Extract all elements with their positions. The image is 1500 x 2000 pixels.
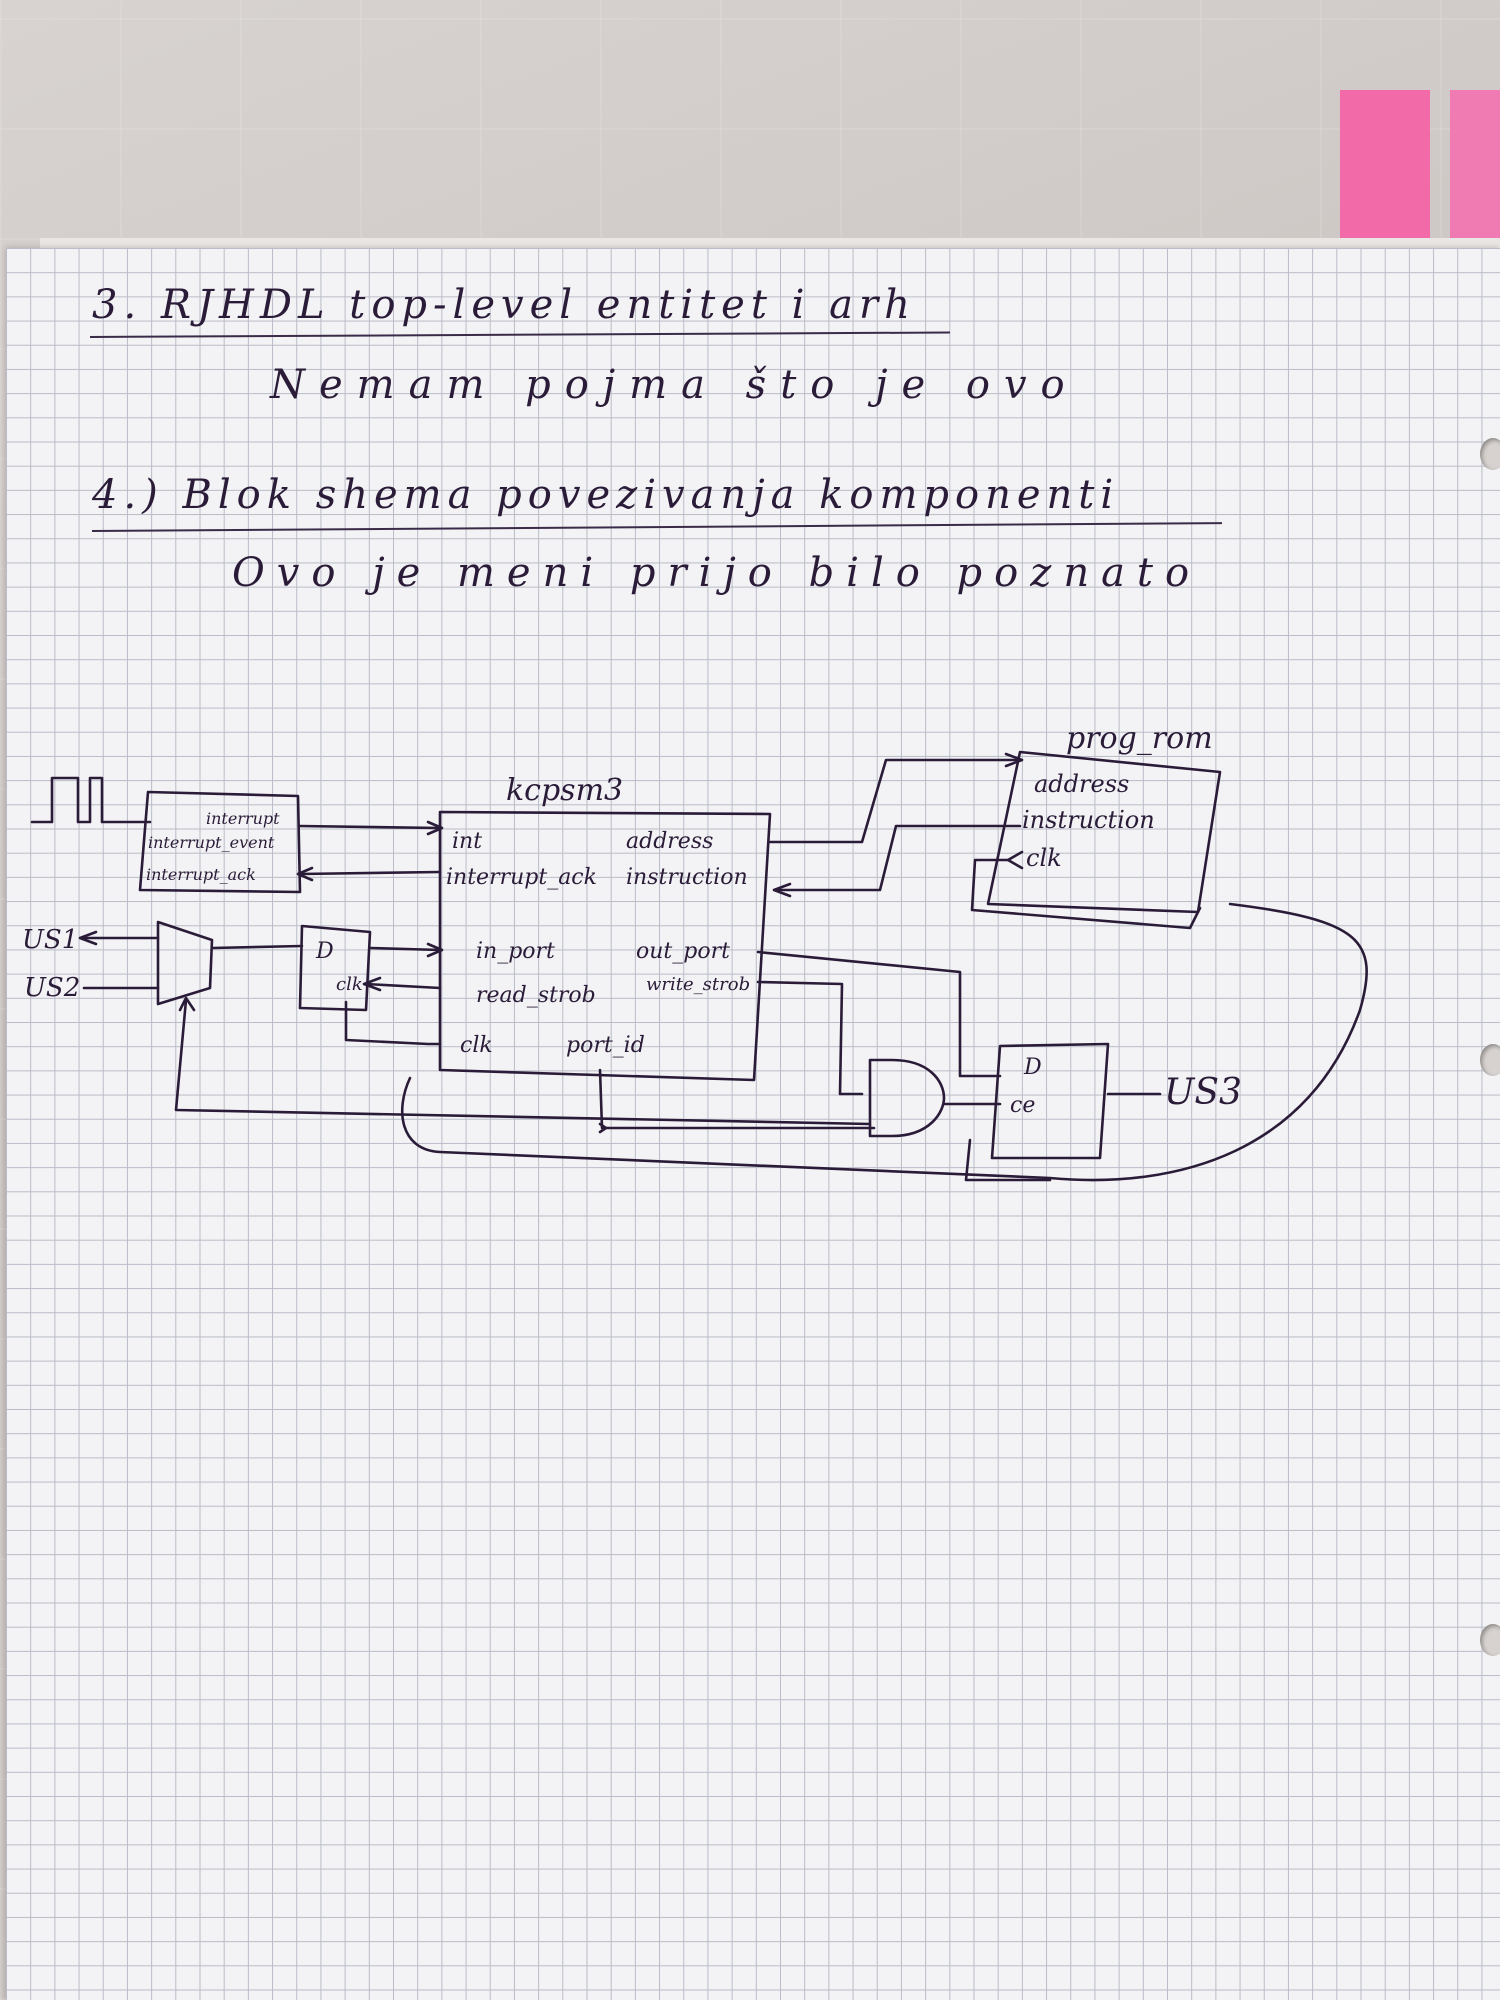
punch-hole (1480, 1624, 1500, 1656)
port-id-wire (598, 1068, 876, 1130)
cpu-port-in-port: in_port (476, 939, 555, 964)
ff1-d-label: D (315, 939, 334, 964)
mux-to-ff-wire (210, 944, 304, 950)
question-4-answer: Ovo je meni prijo bilo poznato (232, 550, 1202, 596)
interrupt-ack-wire (298, 870, 442, 876)
rom-clk-wire (970, 858, 1202, 930)
cpu-port-out-port: out_port (636, 939, 730, 964)
ff1-clk-wire (344, 1000, 442, 1046)
ff1-to-inport-wire (368, 946, 442, 952)
intr-port-interrupt-ack: interrupt_ack (146, 865, 256, 884)
ff2-block (990, 1042, 1110, 1160)
graph-paper-page (6, 248, 1500, 2000)
int-arrow (426, 820, 444, 836)
rom-port-instruction: instruction (1022, 806, 1155, 834)
address-wire (768, 758, 1022, 844)
sticky-note-tab-2 (1450, 90, 1500, 250)
out-port-wire (756, 950, 1002, 1078)
ff2-clk-wire (964, 1138, 1052, 1182)
cpu-port-instruction: instruction (626, 865, 748, 890)
cpu-port-interrupt-ack: interrupt_ack (446, 865, 597, 890)
ff1-block (298, 924, 372, 1012)
cpu-port-address: address (626, 829, 713, 854)
sticky-note-tab (1340, 90, 1430, 250)
instruction-wire (774, 824, 1022, 892)
rom-clk-marker (1006, 850, 1024, 870)
address-arrow (1004, 752, 1024, 768)
rom-title: prog_rom (1066, 721, 1213, 756)
mux-input-us2: US2 (24, 973, 80, 1003)
interrupt-ack-arrow (296, 866, 314, 882)
question-4-title: 4.) Blok shema povezivanja komponenti (92, 472, 1120, 518)
punch-hole (1480, 438, 1500, 470)
rom-port-clk: clk (1026, 844, 1062, 872)
ff2-ce-label: ce (1010, 1093, 1035, 1118)
output-label: US3 (1164, 1072, 1242, 1113)
port-id-junction (598, 1122, 608, 1134)
punch-hole (1480, 1044, 1500, 1076)
cpu-block (438, 810, 772, 1082)
mux-select-wire (174, 998, 872, 1126)
cpu-port-port-id: port_id (566, 1033, 645, 1058)
and-gate (868, 1058, 946, 1138)
write-strobe-wire (756, 980, 864, 1096)
ff1-to-inport-arrow (426, 942, 444, 958)
read-strobe-arrow (362, 976, 382, 992)
cpu-port-write-strob: write_strob (646, 974, 750, 995)
interrupt-block (138, 790, 302, 894)
cpu-port-int: int (452, 829, 482, 854)
read-strobe-wire (364, 982, 442, 990)
question-3-title: 3. RJHDL top-level entitet i arh (92, 282, 916, 328)
rom-port-address: address (1034, 770, 1129, 798)
interrupt-pulse-wire (30, 776, 152, 824)
cpu-port-read-strob: read_strob (476, 983, 596, 1008)
us1-arrow (78, 930, 98, 946)
ff2-d-label: D (1023, 1055, 1042, 1080)
clock-bus-wire (400, 902, 1368, 1182)
intr-port-interrupt: interrupt (206, 809, 280, 828)
instruction-arrow (772, 882, 792, 898)
mux-select-arrow (178, 996, 196, 1012)
cpu-port-clk: clk (460, 1033, 493, 1058)
ff1-clk-label: clk (336, 974, 363, 995)
cpu-title: kcpsm3 (506, 773, 623, 808)
mux-block (156, 920, 214, 1006)
intr-port-interrupt-event: interrupt_event (148, 833, 275, 852)
question-3-answer: Nemam pojma što je ovo (270, 362, 1079, 408)
mux-input-us1: US1 (22, 925, 78, 955)
int-wire (298, 824, 442, 830)
